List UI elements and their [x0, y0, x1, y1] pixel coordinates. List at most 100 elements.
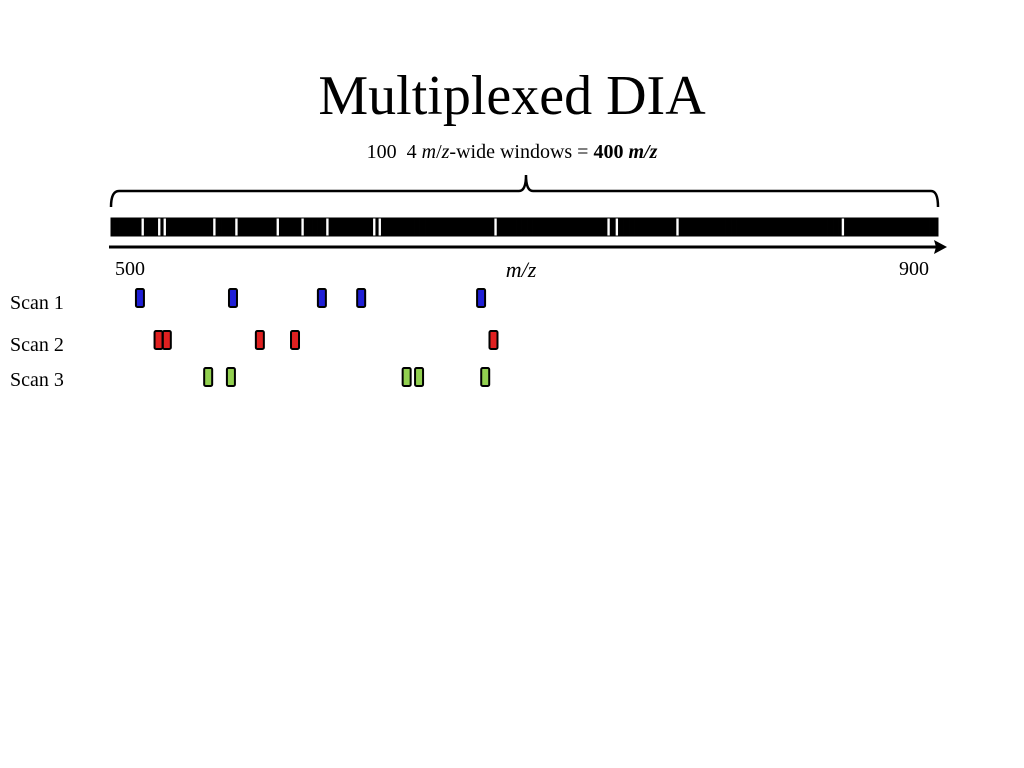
- isolation-window-cell: [857, 218, 862, 236]
- isolation-window-cell: [766, 218, 771, 236]
- isolation-window-cell: [750, 218, 754, 236]
- isolation-window-cell: [535, 218, 539, 236]
- isolation-window-cell: [469, 218, 473, 236]
- isolation-window-cell: [347, 218, 352, 236]
- isolation-window-cell: [678, 218, 682, 236]
- isolation-window-cell: [714, 218, 718, 236]
- isolation-window-cell: [119, 218, 123, 236]
- isolation-window-cell: [882, 218, 886, 236]
- isolation-window-cell: [391, 218, 396, 236]
- isolation-window-cell: [273, 218, 277, 236]
- isolation-window-cell: [653, 218, 658, 236]
- isolation-window-cell: [546, 218, 550, 236]
- isolation-window-cell: [193, 218, 197, 236]
- isolation-window-cell: [403, 218, 407, 236]
- isolation-window-cell: [808, 218, 812, 236]
- isolation-window-cell: [471, 218, 476, 236]
- isolation-window-cell: [207, 218, 211, 236]
- isolation-window-cell: [416, 218, 420, 236]
- isolation-window-cell: [455, 218, 459, 236]
- isolation-window-cell: [598, 218, 602, 236]
- isolation-window-cell: [901, 218, 906, 236]
- isolation-window-cell: [733, 218, 737, 236]
- isolation-window-cell: [747, 218, 751, 236]
- isolation-window-cell: [182, 218, 186, 236]
- isolation-window-cell: [842, 219, 844, 235]
- scan-1-label: Scan 1: [10, 292, 64, 314]
- scan-1-window-marker: [476, 288, 487, 308]
- isolation-window-cell: [769, 218, 773, 236]
- isolation-window-cell: [890, 218, 895, 236]
- isolation-window-cell: [507, 218, 511, 236]
- axis-title: m/z: [506, 257, 537, 282]
- scan-3-window-marker: [225, 367, 236, 387]
- scan-2-window-marker: [488, 330, 499, 350]
- isolation-window-cell: [855, 218, 859, 236]
- isolation-window-cell: [196, 218, 200, 236]
- isolation-window-cell: [912, 218, 917, 236]
- window-width: 4: [406, 141, 417, 163]
- isolation-window-cell: [113, 218, 117, 236]
- isolation-window-cell: [301, 219, 304, 235]
- isolation-window-cell: [780, 218, 784, 236]
- isolation-window-cell: [775, 218, 779, 236]
- isolation-window-cell: [885, 218, 889, 236]
- isolation-window-cell: [190, 218, 194, 236]
- isolation-window-cell: [356, 218, 360, 236]
- isolation-window-cell: [267, 218, 272, 236]
- isolation-window-cell: [317, 218, 321, 236]
- isolation-window-cell: [284, 218, 288, 236]
- isolation-window-cell: [673, 218, 677, 236]
- isolation-window-cell: [116, 218, 120, 236]
- isolation-window-cell: [138, 218, 142, 236]
- isolation-window-cell: [896, 218, 900, 236]
- isolation-window-cell: [485, 218, 489, 236]
- isolation-window-cell: [799, 218, 804, 236]
- isolation-window-cell: [656, 218, 660, 236]
- isolation-window-cell: [510, 218, 514, 236]
- isolation-window-cell: [146, 218, 150, 236]
- isolation-window-cell: [794, 218, 798, 236]
- isolation-window-cell: [618, 218, 622, 236]
- isolation-window-cell: [868, 218, 873, 236]
- isolation-window-cell: [121, 218, 125, 236]
- isolation-window-cell: [289, 218, 294, 236]
- scan-1-window-marker: [134, 288, 145, 308]
- isolation-window-cell: [256, 218, 261, 236]
- isolation-window-cell: [215, 218, 219, 236]
- isolation-window-cell: [158, 219, 161, 235]
- isolation-window-cell: [449, 218, 454, 236]
- isolation-window-cell: [518, 218, 522, 236]
- isolation-window-cell: [460, 218, 465, 236]
- isolation-window-cell: [229, 218, 233, 236]
- isolation-window-cell: [549, 218, 553, 236]
- isolation-window-cell: [414, 218, 418, 236]
- isolation-window-cell: [345, 218, 349, 236]
- isolation-window-cell: [127, 218, 131, 236]
- isolation-window-cell: [695, 218, 699, 236]
- isolation-window-cell: [342, 218, 346, 236]
- isolation-window-cell: [703, 218, 707, 236]
- isolation-window-cell: [187, 218, 192, 236]
- isolation-window-cell: [383, 218, 387, 236]
- total-range-unit: m/z: [628, 141, 658, 163]
- isolation-window-cell: [165, 218, 170, 236]
- isolation-window-cell: [281, 218, 285, 236]
- isolation-window-cell: [201, 218, 205, 236]
- isolation-window-cell: [375, 218, 379, 236]
- isolation-window-cell: [251, 218, 255, 236]
- isolation-window-cell: [350, 218, 354, 236]
- isolation-window-cell: [433, 218, 437, 236]
- isolation-window-cell: [866, 218, 870, 236]
- isolation-window-cell: [436, 218, 440, 236]
- isolation-window-cell: [739, 218, 743, 236]
- scan-3-label: Scan 3: [10, 369, 64, 391]
- isolation-window-cell: [482, 218, 487, 236]
- isolation-window-cell: [899, 218, 903, 236]
- isolation-window-cell: [736, 218, 740, 236]
- isolation-window-cell: [248, 218, 252, 236]
- isolation-window-cell: [400, 218, 404, 236]
- isolation-window-cell: [353, 218, 357, 236]
- isolation-window-cell: [364, 218, 368, 236]
- isolation-window-cell: [706, 218, 710, 236]
